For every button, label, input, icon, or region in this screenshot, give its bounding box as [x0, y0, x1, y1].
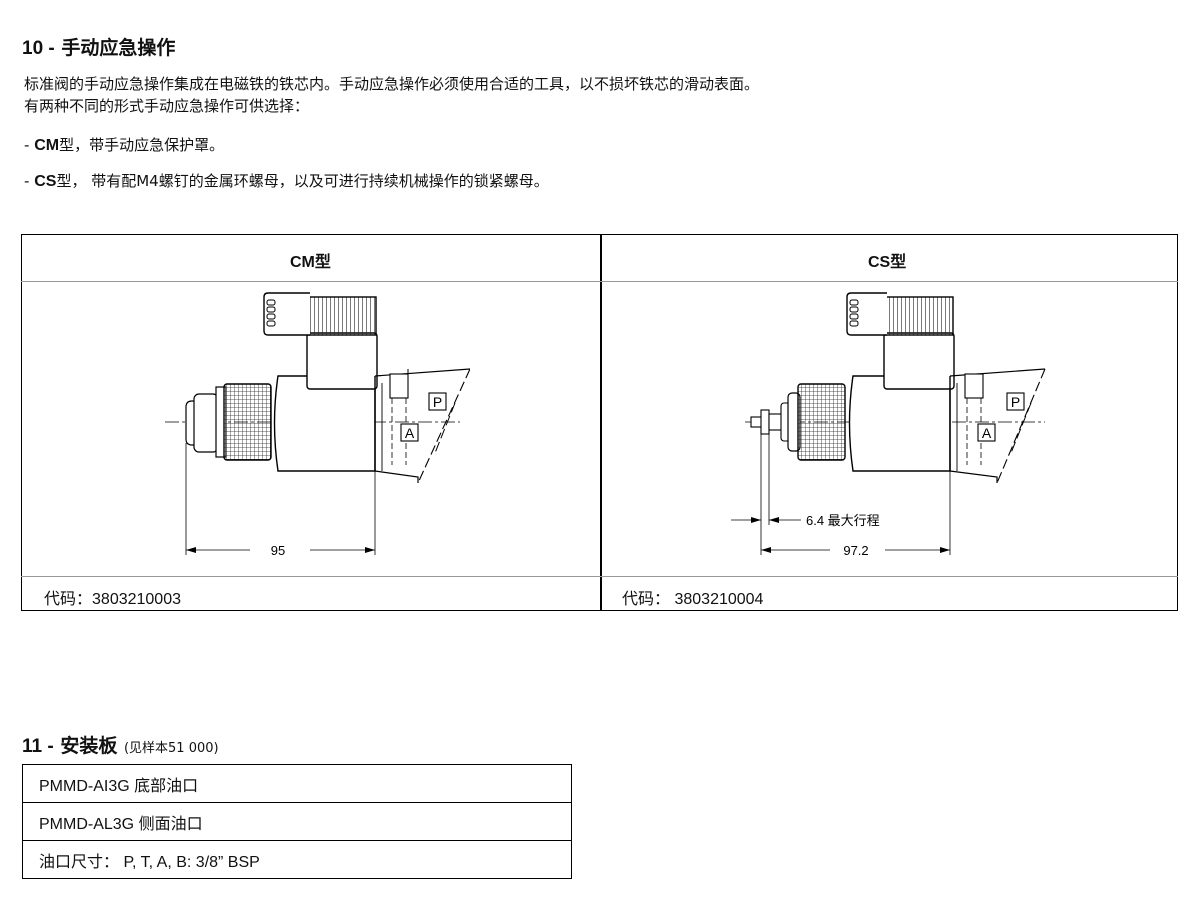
connector-knurl: [884, 296, 954, 336]
code-label: 代码：: [622, 591, 671, 608]
connector-housing: [883, 332, 955, 390]
figure-frame: [21, 234, 1178, 611]
dimension-label: 97.2: [843, 543, 868, 558]
figure-title-separator: [21, 281, 1178, 282]
figure-right-code: 代码： 3803210004: [622, 585, 763, 609]
stroke-label: 6.4 最大行程: [806, 513, 880, 528]
port-p-label: P: [433, 394, 442, 410]
coil-body: [273, 375, 376, 472]
port-p-label: P: [1011, 394, 1020, 410]
section-10-number: 10 -: [22, 38, 55, 59]
table-cell: PMMD-AI3G 底部油口: [22, 764, 572, 803]
connector-knurl: [307, 296, 377, 336]
bullet-dash: -: [24, 136, 30, 154]
mounting-plate-table: PMMD-AI3G 底部油口 PMMD-AL3G 侧面油口 油口尺寸： P, T…: [22, 764, 572, 879]
code-label: 代码：: [44, 591, 93, 608]
bullet-code: CM: [34, 137, 60, 154]
code-value: 3803210004: [674, 591, 764, 608]
section-10-paragraph-line1: 标准阀的手动应急操作集成在电磁铁的铁芯内。手动应急操作必须使用合适的工具，以不损…: [24, 75, 760, 93]
section-10-title: 手动应急操作: [61, 37, 176, 59]
bullet-text: 型，带手动应急保护罩。: [59, 136, 225, 154]
lock-nut: [760, 409, 770, 435]
cs-solenoid-drawing: P A 6.4 最大行程 97.2: [731, 292, 1046, 558]
table-row: 油口尺寸： P, T, A, B: 3/8” BSP: [22, 840, 572, 879]
figure-left-title: CM型: [290, 254, 331, 271]
figure-code-separator: [21, 576, 1178, 577]
figure-divider: [600, 234, 602, 611]
port-a-box: [977, 423, 996, 442]
port-p-box: [428, 392, 447, 411]
connector-clip: [263, 292, 310, 336]
bullet-text: 型， 带有配M4螺钉的金属环螺母，以及可进行持续机械操作的锁紧螺母。: [56, 172, 549, 190]
table-row: PMMD-AI3G 底部油口: [22, 764, 572, 803]
port-p-box: [1006, 392, 1025, 411]
bullet-code: CS: [34, 173, 57, 190]
figure-right-title: CS型: [868, 254, 907, 271]
table-cell: PMMD-AL3G 侧面油口: [22, 802, 572, 841]
connector-housing: [306, 332, 378, 390]
cm-solenoid-drawing: P A 95: [165, 292, 470, 558]
section-11-note: (见样本51 000): [123, 741, 219, 756]
section-11-title: 安装板: [60, 735, 118, 757]
port-a-label: A: [405, 425, 415, 441]
bullet-dash: -: [24, 172, 30, 190]
section-10-heading: 10 - 手动应急操作: [22, 33, 175, 60]
section-11-heading: 11 - 安装板 (见样本51 000): [22, 731, 219, 758]
code-value: 3803210003: [92, 591, 181, 608]
port-a-box: [400, 423, 419, 442]
figure-left-code: 代码：3803210003: [44, 585, 181, 609]
knurled-nut: [797, 383, 846, 461]
table-row: PMMD-AL3G 侧面油口: [22, 802, 572, 841]
bullet-cm: - CM型，带手动应急保护罩。: [24, 134, 224, 155]
coil-body: [848, 375, 951, 472]
dimension-label: 95: [271, 543, 285, 558]
knurled-nut: [223, 383, 272, 461]
section-11-number: 11 -: [22, 736, 54, 757]
section-10-paragraph-line2: 有两种不同的形式手动应急操作可供选择：: [24, 97, 310, 115]
bullet-cs: - CS型， 带有配M4螺钉的金属环螺母，以及可进行持续机械操作的锁紧螺母。: [24, 170, 549, 191]
port-a-label: A: [982, 425, 992, 441]
table-cell: 油口尺寸： P, T, A, B: 3/8” BSP: [22, 840, 572, 879]
